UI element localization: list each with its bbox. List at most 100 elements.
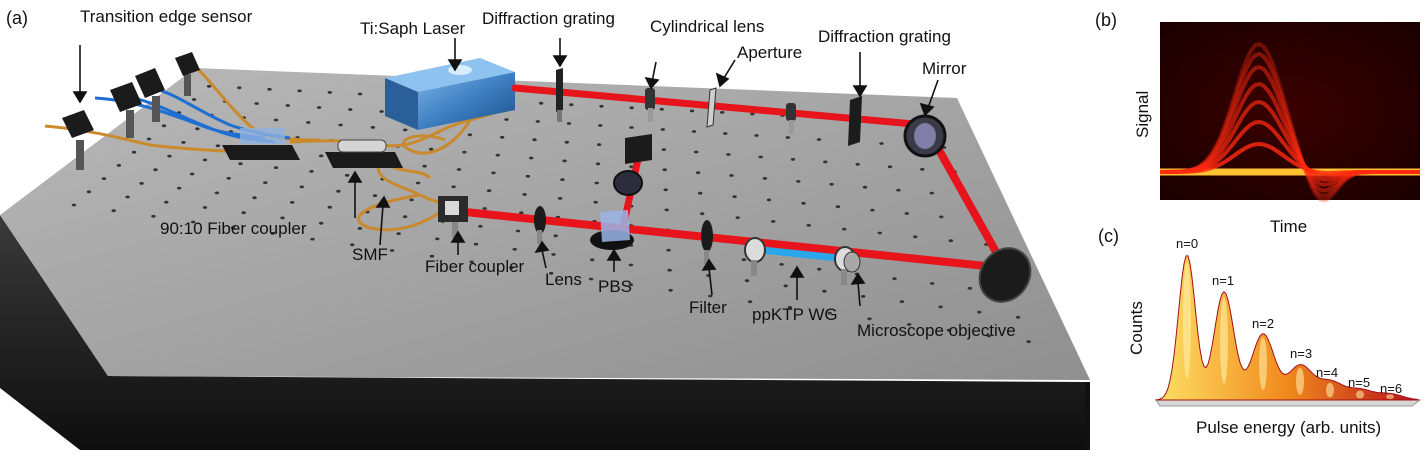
table-hole — [435, 237, 440, 241]
table-hole — [280, 216, 285, 220]
table-hole — [522, 193, 527, 196]
table-hole — [238, 162, 243, 166]
peak-label-n6: n=6 — [1380, 381, 1402, 396]
table-hole — [659, 107, 664, 111]
filter — [701, 220, 713, 264]
table-hole — [214, 191, 220, 195]
table-hole — [428, 147, 434, 151]
table-hole — [629, 126, 634, 129]
table-hole — [429, 254, 435, 258]
table-hole — [252, 196, 257, 200]
table-hole — [206, 84, 212, 88]
tes-detector — [62, 110, 94, 170]
table-hole — [698, 191, 703, 195]
table-hole — [529, 156, 534, 160]
table-hole — [195, 127, 200, 131]
table-hole — [930, 282, 935, 285]
table-hole — [700, 212, 705, 216]
table-hole — [532, 138, 537, 142]
table-hole — [482, 207, 487, 210]
table-hole — [202, 206, 208, 209]
label-tisaph-laser: Ti:Saph Laser — [360, 19, 466, 38]
table-hole — [785, 136, 790, 139]
label-lens: Lens — [545, 270, 582, 289]
table-hole — [629, 106, 634, 110]
table-hole — [164, 200, 169, 204]
table-hole — [396, 232, 401, 236]
table-hole — [667, 268, 672, 272]
label-transition-edge-sensor: Transition edge sensor — [80, 7, 253, 26]
table-hole — [357, 92, 363, 96]
table-hole — [273, 166, 279, 170]
table-hole — [191, 220, 196, 224]
fiber-coupler-blocks — [222, 128, 403, 168]
tisaph-laser — [385, 58, 515, 130]
peak-highlight — [1259, 337, 1267, 391]
counts-histogram — [1155, 255, 1422, 407]
table-hole — [829, 182, 834, 186]
label-ppktp-wg: ppKTP WG — [752, 305, 838, 324]
tes-detector — [135, 68, 165, 122]
table-hole — [664, 208, 669, 212]
table-hole — [344, 173, 350, 177]
table-hole — [693, 150, 699, 154]
table-hole — [309, 170, 314, 173]
table-hole — [167, 154, 172, 158]
table-hole — [202, 158, 208, 162]
label-microscope-objective: Microscope objective — [857, 321, 1016, 340]
table-hole — [181, 141, 186, 144]
table-hole — [125, 195, 130, 199]
table-hole — [348, 108, 353, 111]
table-hole — [551, 253, 556, 256]
peak-highlight — [1356, 390, 1364, 399]
diffraction-grating-1 — [556, 68, 563, 122]
table-hole — [515, 229, 521, 233]
table-hole — [553, 234, 558, 238]
table-hole — [747, 300, 753, 304]
table-hole — [967, 286, 972, 290]
label-arrows — [72, 38, 939, 307]
tes-detectors — [62, 52, 200, 170]
fiber-coupler — [438, 196, 468, 238]
table-hole — [131, 150, 137, 154]
table-hole — [403, 128, 408, 132]
peak-highlight — [1386, 394, 1394, 400]
table-hole — [732, 195, 737, 199]
peak-highlight — [1296, 367, 1304, 395]
table-hole — [230, 226, 236, 230]
label-diffraction-grating-2: Diffraction grating — [818, 27, 951, 46]
table-hole — [822, 289, 827, 293]
peak-label-n3: n=3 — [1290, 346, 1312, 361]
table-hole — [310, 237, 315, 241]
signal-trace — [1160, 64, 1420, 193]
table-hole — [319, 154, 324, 158]
aperture — [706, 87, 717, 128]
table-hole — [986, 334, 991, 338]
table-hole — [790, 158, 796, 161]
table-hole — [389, 249, 395, 252]
table-hole — [695, 171, 701, 175]
table-hole — [867, 317, 872, 321]
table-hole — [913, 235, 918, 239]
table-hole — [336, 189, 341, 193]
tes-detector — [110, 82, 142, 138]
peak-label-n5: n=5 — [1348, 375, 1370, 390]
label-9010-fiber-coupler: 90:10 Fiber coupler — [160, 219, 307, 238]
table-hole — [422, 164, 427, 168]
table-hole — [215, 144, 221, 148]
table-hole — [904, 212, 909, 215]
table-hole — [596, 143, 602, 147]
table-hole — [758, 155, 763, 159]
table-hole — [691, 130, 697, 133]
mirror-2 — [978, 247, 1032, 303]
table-front-edge — [1085, 382, 1090, 450]
table-hole — [327, 205, 332, 209]
table-hole — [370, 126, 376, 129]
table-hole — [549, 271, 554, 275]
table-hole — [566, 122, 572, 125]
table-hole — [835, 205, 841, 209]
table-hole — [599, 104, 604, 108]
table-hole — [535, 120, 540, 123]
table-hole — [350, 243, 355, 247]
table-hole — [415, 181, 421, 185]
